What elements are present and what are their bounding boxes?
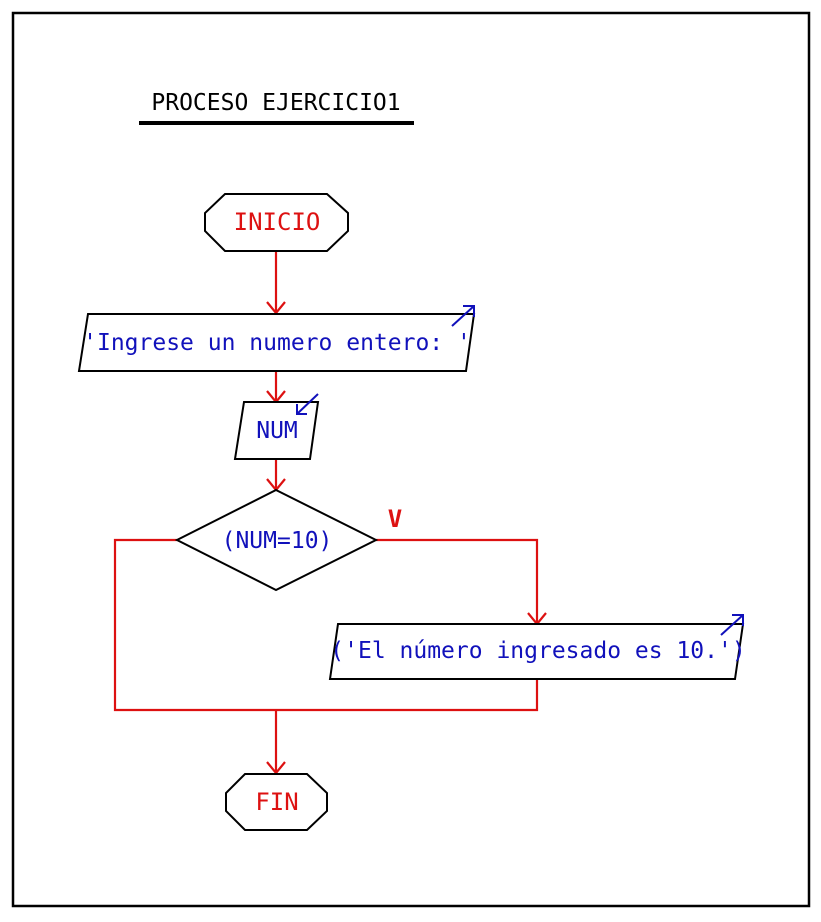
decision-label: (NUM=10) [222, 528, 333, 554]
output-arrow-icon [451, 305, 475, 327]
output-result-shape [328, 623, 745, 680]
connector-result-to-merge [276, 679, 539, 712]
diagram-frame [11, 11, 811, 908]
decision-shape [174, 488, 379, 592]
input-shape [233, 401, 320, 460]
output-result-label: ('El número ingresado es 10.') [330, 638, 745, 664]
decision-node: (NUM=10) [174, 488, 379, 592]
output-prompt-shape [77, 313, 476, 372]
start-shape [204, 193, 349, 252]
input-node: NUM [233, 393, 320, 460]
end-node: FIN [225, 773, 328, 831]
end-shape [225, 773, 328, 831]
start-node: INICIO [204, 193, 349, 252]
connector-false-branch [113, 538, 276, 712]
diagram-title: PROCESO EJERCICIO1 [151, 90, 400, 116]
output-result-node: ('El número ingresado es 10.') [328, 614, 746, 680]
input-arrow-icon [296, 393, 319, 415]
start-label: INICIO [234, 208, 321, 236]
output-prompt-node: 'Ingrese un numero entero: ' [77, 305, 476, 372]
true-branch-label: V [388, 505, 402, 533]
connector-true-branch [376, 538, 539, 624]
end-label: FIN [255, 788, 298, 816]
output-arrow-icon [720, 614, 744, 636]
output-prompt-label: 'Ingrese un numero entero: ' [83, 330, 471, 356]
input-label: NUM [256, 418, 298, 444]
